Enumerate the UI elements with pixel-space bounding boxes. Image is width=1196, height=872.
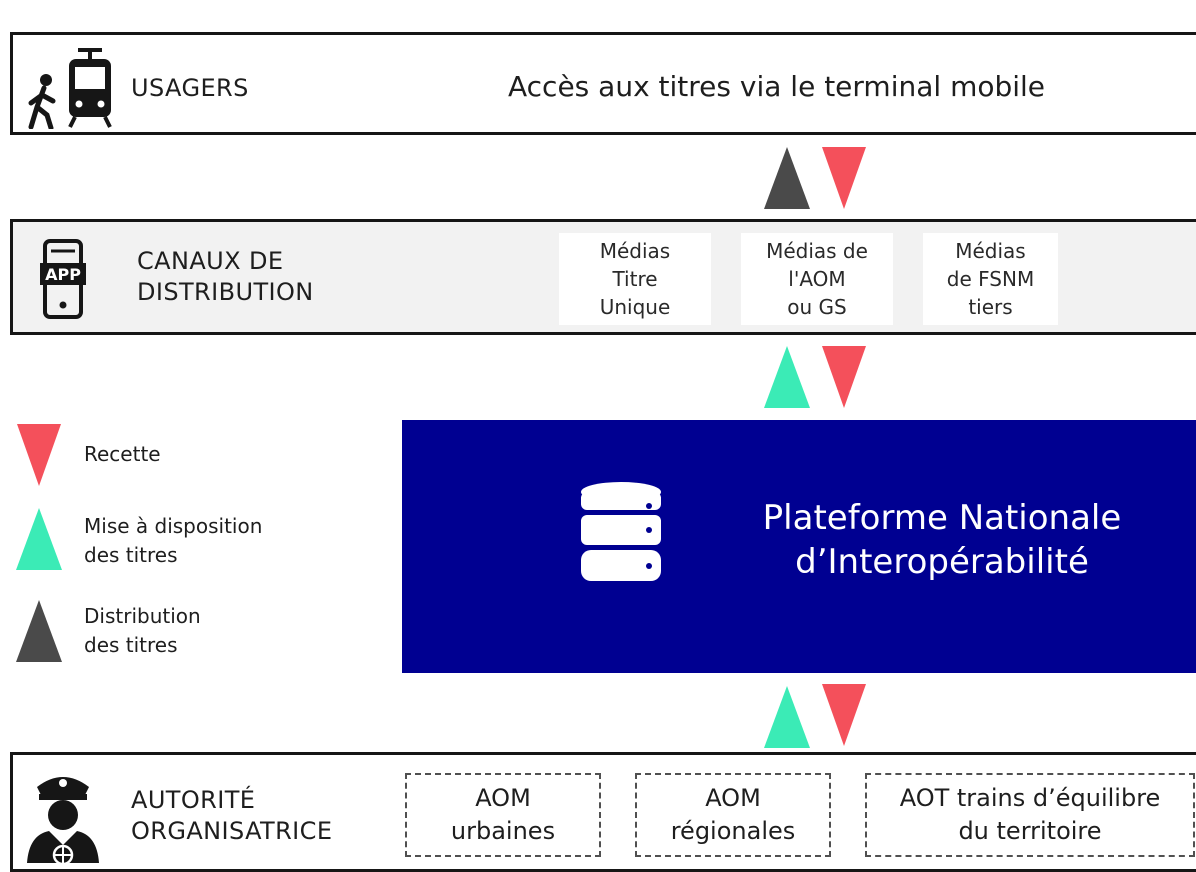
tram-icon xyxy=(68,48,112,128)
recette-arrow-down xyxy=(822,346,866,408)
recette-arrow-down xyxy=(822,684,866,746)
mise-a-disposition-arrow-up xyxy=(764,686,810,748)
entity-aom-urbaines: AOM urbaines xyxy=(405,773,601,857)
legend-recette-label: Recette xyxy=(84,442,161,466)
autorite-label: AUTORITÉ ORGANISATRICE xyxy=(131,786,333,845)
canaux-label: CANAUX DE DISTRIBUTION xyxy=(137,247,314,306)
legend-distribution-swatch xyxy=(16,600,62,662)
smartphone-app-icon: APP xyxy=(40,239,86,319)
legend-recette-swatch xyxy=(17,424,61,486)
legend-mise-a-disposition-swatch xyxy=(16,508,62,570)
entity-aot-trains: AOT trains d’équilibre du territoire xyxy=(865,773,1195,857)
legend-distribution-label: Distribution des titres xyxy=(84,604,201,657)
conductor-officer-icon xyxy=(27,777,99,865)
distribution-arrow-up xyxy=(764,147,810,209)
recette-arrow-down xyxy=(822,147,866,209)
mise-a-disposition-arrow-up xyxy=(764,346,810,408)
plateforme-nationale: Plateforme Nationale d’Interopérabilité xyxy=(402,420,1196,673)
media-titre-unique: Médias Titre Unique xyxy=(559,233,711,325)
autorite-band: AUTORITÉ ORGANISATRICE AOM urbaines AOM … xyxy=(10,752,1196,872)
entity-aom-regionales: AOM régionales xyxy=(635,773,831,857)
canaux-band: APP CANAUX DE DISTRIBUTION Médias Titre … xyxy=(10,219,1196,335)
legend-mise-a-disposition-label: Mise à disposition des titres xyxy=(84,514,263,567)
app-icon-text: APP xyxy=(45,265,81,284)
database-icon xyxy=(581,482,661,581)
usagers-band: USAGERS Accès aux titres via le terminal… xyxy=(10,32,1196,135)
media-aom-gs: Médias de l'AOM ou GS xyxy=(741,233,893,325)
media-fsnm-tiers: Médias de FSNM tiers xyxy=(923,233,1058,325)
walking-person-icon xyxy=(28,74,56,129)
usagers-label: USAGERS xyxy=(131,74,249,102)
platform-title: Plateforme Nationale d’Interopérabilité xyxy=(762,498,1122,582)
usagers-tagline: Accès aux titres via le terminal mobile xyxy=(508,70,1046,103)
